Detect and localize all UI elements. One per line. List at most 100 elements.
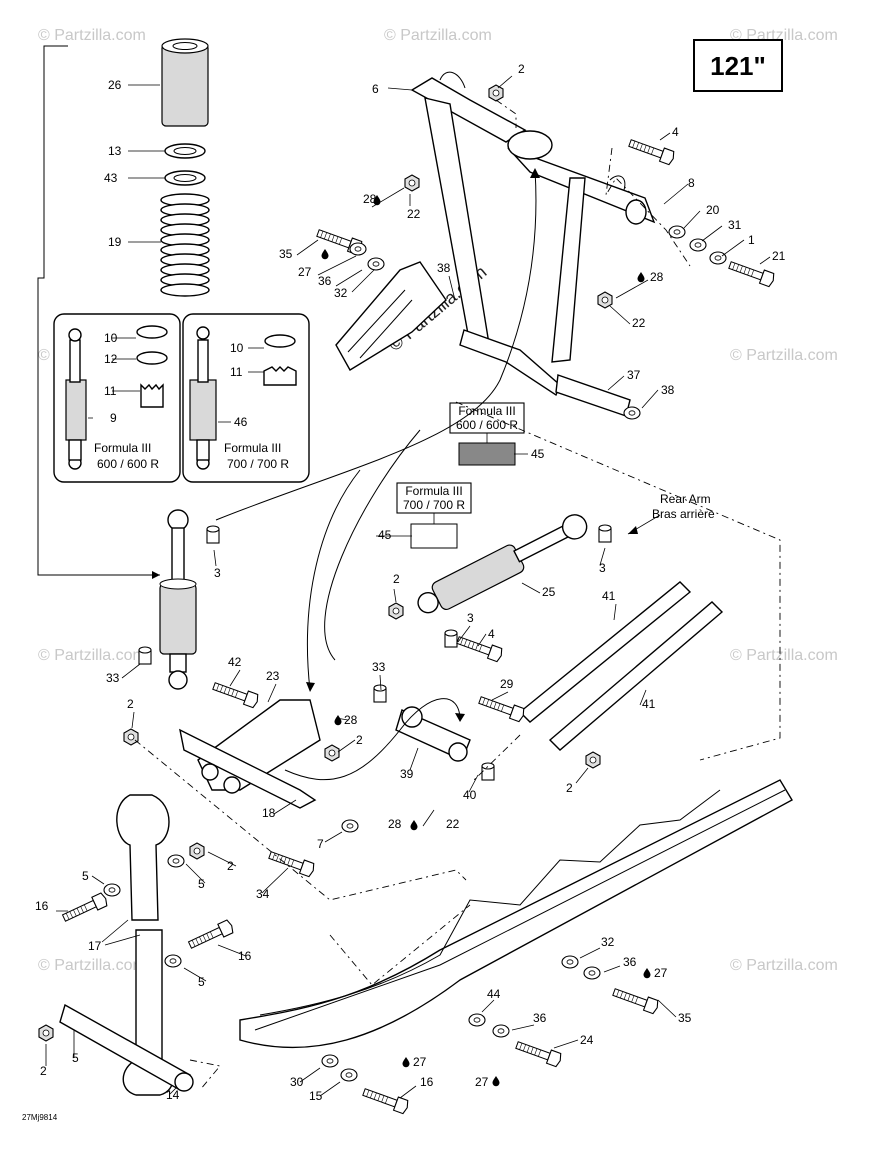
callout: 17 (88, 939, 102, 953)
flow-arrow (306, 469, 361, 691)
callout: 5 (72, 1051, 79, 1065)
callout: 38 (437, 261, 451, 275)
callout: 5 (82, 869, 89, 883)
decal-box-600: Formula III 600 / 600 R (449, 402, 525, 466)
callout: 23 (266, 669, 280, 683)
washer (103, 883, 121, 897)
drop-icon (643, 968, 651, 979)
callout: 28 (650, 270, 664, 284)
inset-right-caption-1: Formula III (224, 441, 281, 455)
rear-shock-absorber (417, 514, 588, 614)
pivot-bracket (179, 699, 321, 809)
rear-arm-label-fr: Bras arrière (652, 507, 715, 521)
callout: 2 (227, 859, 234, 873)
callout: 14 (166, 1088, 180, 1102)
callout: 3 (599, 561, 606, 575)
nut (38, 1024, 54, 1042)
callout: 27 (475, 1075, 489, 1089)
washer (321, 1054, 339, 1068)
washer (623, 406, 641, 420)
decal-700-line1: Formula III (405, 484, 462, 498)
drawing-code: 27Mj9814 (22, 1113, 58, 1122)
callout: 21 (772, 249, 786, 263)
assembly-line (134, 739, 467, 901)
callout: 11 (230, 365, 243, 379)
callout: 13 (108, 144, 122, 158)
lower-slide-rail (239, 779, 793, 1049)
watermark-small: © Partzilla.com (38, 27, 146, 44)
bolt (727, 257, 777, 288)
callout: 2 (356, 733, 363, 747)
callout: 5 (198, 975, 205, 989)
assembly-line (605, 147, 691, 267)
decal-box-700: Formula III 700 / 700 R (396, 482, 472, 549)
drop-icon (492, 1076, 500, 1087)
inset-left-caption-1: Formula III (94, 441, 151, 455)
washer (668, 225, 686, 239)
bolt (514, 1037, 564, 1068)
washer (583, 966, 601, 980)
callout: 29 (500, 677, 514, 691)
callout: 40 (463, 788, 477, 802)
callout: 44 (487, 987, 501, 1001)
watermark-small: © Partzilla.com (38, 647, 146, 664)
callout: 42 (228, 655, 242, 669)
callout: 18 (262, 806, 276, 820)
callout: 46 (234, 415, 248, 429)
watermark-small: © Partzilla.com (384, 27, 492, 44)
bolt (186, 918, 236, 952)
callout: 2 (566, 781, 573, 795)
callout: 27 (413, 1055, 427, 1069)
washer (167, 854, 185, 868)
callout: 20 (706, 203, 720, 217)
callout: 27 (654, 966, 668, 980)
callout: 43 (104, 171, 118, 185)
washer (349, 242, 367, 256)
bolt (477, 692, 527, 723)
model-badge: 121" (693, 39, 783, 92)
callout: 33 (372, 660, 386, 674)
bushing (138, 646, 152, 665)
bushing (444, 629, 458, 648)
decal-600-line1: Formula III (458, 404, 515, 418)
rear-arm-bar-lower (548, 601, 724, 751)
callout: 3 (467, 611, 474, 625)
upper-rail-segment (335, 261, 447, 371)
callout: 2 (393, 572, 400, 586)
callout: 45 (378, 528, 392, 542)
callout: 45 (531, 447, 545, 461)
bushing (206, 525, 220, 544)
watermark-small: © Partzilla.com (730, 957, 838, 974)
washer (689, 238, 707, 252)
drop-icon (321, 249, 329, 260)
decal-600-line2: 600 / 600 R (456, 418, 518, 432)
bolt (611, 984, 661, 1015)
watermark-small: © Partzilla.com (730, 347, 838, 364)
front-arm-frame (410, 71, 656, 417)
axle-carrier (59, 794, 194, 1096)
callout: 36 (623, 955, 637, 969)
watermark-small: © Partzilla.com (38, 957, 146, 974)
callout: 25 (542, 585, 556, 599)
callout: 2 (518, 62, 525, 76)
callout: 4 (488, 627, 495, 641)
callout: 6 (372, 82, 379, 96)
callout: 36 (533, 1011, 547, 1025)
shock-inset-left: Formula III 600 / 600 R (53, 313, 181, 483)
callout: 28 (344, 713, 358, 727)
nut (189, 842, 205, 860)
drop-icon (334, 715, 342, 726)
callout: 27 (298, 265, 312, 279)
grease-fitting (597, 291, 613, 309)
callout: 34 (256, 887, 270, 901)
shock-inset-right: Formula III 700 / 700 R (182, 313, 310, 483)
washer (340, 1068, 358, 1082)
washer (341, 819, 359, 833)
assembly-line (455, 401, 781, 761)
assembly-line (329, 904, 471, 986)
bolt (211, 678, 261, 709)
callout: 10 (104, 331, 118, 345)
spring-stack-leaders (128, 84, 165, 243)
inset-right-caption-2: 700 / 700 R (227, 457, 289, 471)
